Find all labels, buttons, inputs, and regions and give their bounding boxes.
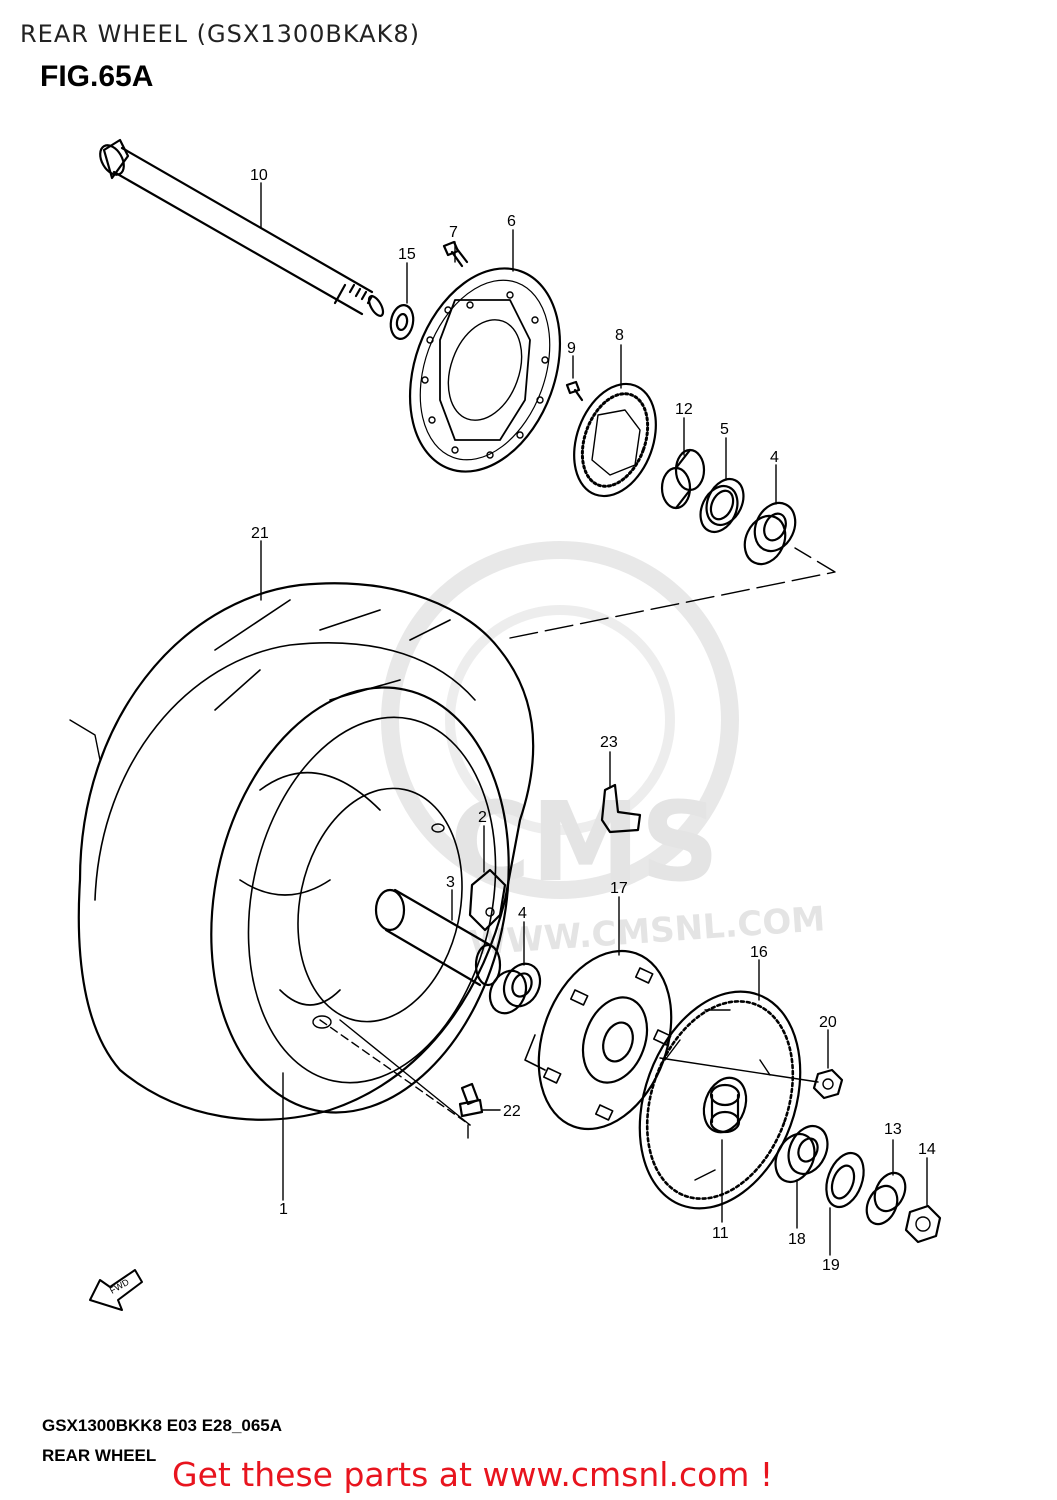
callout-17: 17 bbox=[610, 880, 628, 897]
sprocket-bearing-part bbox=[774, 1124, 829, 1184]
callout-13: 13 bbox=[884, 1121, 902, 1138]
disc-bolt-part bbox=[442, 240, 469, 268]
callout-18: 18 bbox=[788, 1231, 806, 1248]
callout-leaders bbox=[260, 182, 928, 1256]
callout-5: 5 bbox=[720, 421, 729, 438]
callout-2: 2 bbox=[478, 809, 487, 826]
callout-12: 12 bbox=[675, 401, 693, 418]
bearing-part-lower bbox=[488, 962, 542, 1015]
callout-20: 20 bbox=[819, 1014, 837, 1031]
sprocket-nut-part bbox=[812, 1068, 844, 1100]
drive-flange-part bbox=[524, 949, 673, 1131]
brake-disc-part bbox=[408, 267, 562, 473]
outer-spacer-part bbox=[865, 1171, 907, 1226]
sensor-ring-bolt-part bbox=[565, 380, 584, 402]
sprocket-sleeve-part bbox=[709, 1083, 741, 1134]
washer-part bbox=[389, 304, 415, 340]
callout-3: 3 bbox=[446, 874, 455, 891]
callout-23: 23 bbox=[600, 734, 618, 751]
callout-15: 15 bbox=[398, 246, 416, 263]
spacer-part bbox=[660, 448, 706, 510]
clip-part bbox=[468, 868, 507, 932]
callout-4-lower: 4 bbox=[518, 905, 527, 922]
callout-4-upper: 4 bbox=[770, 449, 779, 466]
callout-19: 19 bbox=[822, 1257, 840, 1274]
tire-part bbox=[69, 582, 535, 1121]
axle-nut-part bbox=[904, 1204, 942, 1244]
watermark-logo-text: CMS bbox=[450, 778, 719, 906]
callout-10: 10 bbox=[250, 167, 268, 184]
callout-14: 14 bbox=[918, 1141, 936, 1158]
oil-seal-part bbox=[699, 477, 745, 534]
rear-sprocket-part bbox=[638, 990, 802, 1210]
callout-6: 6 bbox=[507, 213, 516, 230]
sprocket-oil-seal-part bbox=[825, 1151, 865, 1209]
callout-8: 8 bbox=[615, 327, 624, 344]
callout-9: 9 bbox=[567, 340, 576, 357]
figure-label: FIG.65A bbox=[40, 60, 154, 93]
valve-part bbox=[458, 1082, 484, 1118]
callout-11: 11 bbox=[712, 1225, 729, 1242]
callout-16: 16 bbox=[750, 944, 768, 961]
clamp-part bbox=[600, 783, 642, 834]
axle-part bbox=[99, 138, 385, 317]
hub-spacer-tube-part bbox=[374, 888, 502, 987]
diagram-name: REAR WHEEL bbox=[42, 1446, 157, 1465]
callout-21: 21 bbox=[251, 525, 269, 542]
callout-numbers: 10 15 7 6 9 8 12 5 4 21 23 2 3 4 17 16 2… bbox=[250, 167, 936, 1274]
abs-sensor-ring-part bbox=[573, 382, 657, 498]
callout-7: 7 bbox=[449, 224, 458, 241]
callout-1: 1 bbox=[279, 1201, 288, 1218]
forward-arrow-icon bbox=[89, 1269, 143, 1311]
bearing-part-upper bbox=[743, 501, 797, 566]
promo-link-text[interactable]: Get these parts at www.cmsnl.com ! bbox=[172, 1455, 774, 1494]
page-title: REAR WHEEL (GSX1300BKAK8) bbox=[20, 20, 420, 48]
diagram-code: GSX1300BKK8 E03 E28_065A bbox=[42, 1416, 283, 1435]
callout-22: 22 bbox=[503, 1103, 521, 1120]
